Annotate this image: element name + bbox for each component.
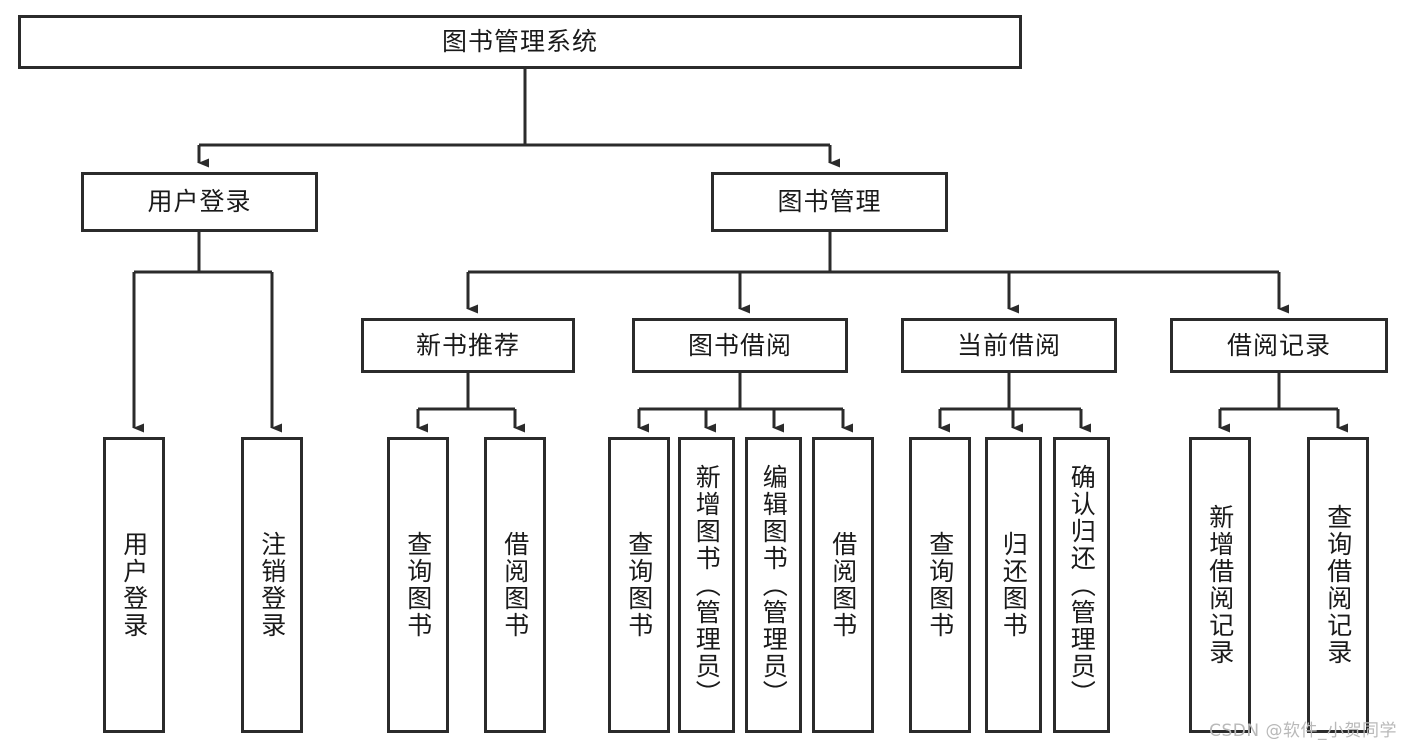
node-leaf-return-book-label: 归还图书 bbox=[999, 531, 1029, 639]
node-leaf-query-book-borrow-label: 查询图书 bbox=[624, 531, 654, 639]
node-leaf-add-record-label: 新增借阅记录 bbox=[1205, 504, 1235, 666]
node-new-book-recommend[interactable]: 新书推荐 bbox=[361, 318, 575, 373]
watermark-text: CSDN @软件_小贺同学 bbox=[1209, 721, 1397, 741]
node-root-label: 图书管理系统 bbox=[441, 27, 598, 56]
node-leaf-confirm-return[interactable]: 确认归还（管理员） bbox=[1053, 437, 1110, 733]
node-user-login[interactable]: 用户登录 bbox=[81, 172, 318, 232]
node-leaf-borrow-book-rec-label: 借阅图书 bbox=[500, 531, 530, 639]
node-leaf-query-record-label: 查询借阅记录 bbox=[1323, 504, 1353, 666]
node-book-borrow-label: 图书借阅 bbox=[687, 330, 792, 360]
node-leaf-query-book-rec[interactable]: 查询图书 bbox=[387, 437, 449, 733]
node-current-borrow-label: 当前借阅 bbox=[956, 330, 1061, 360]
node-leaf-return-book[interactable]: 归还图书 bbox=[985, 437, 1042, 733]
node-leaf-query-record[interactable]: 查询借阅记录 bbox=[1307, 437, 1369, 733]
node-leaf-user-login[interactable]: 用户登录 bbox=[103, 437, 165, 733]
node-new-book-recommend-label: 新书推荐 bbox=[415, 330, 520, 360]
node-leaf-query-book-cur-label: 查询图书 bbox=[925, 531, 955, 639]
node-user-login-label: 用户登录 bbox=[147, 187, 252, 216]
node-book-management[interactable]: 图书管理 bbox=[711, 172, 948, 232]
node-leaf-logout[interactable]: 注销登录 bbox=[241, 437, 303, 733]
node-leaf-borrow-book[interactable]: 借阅图书 bbox=[812, 437, 874, 733]
node-current-borrow[interactable]: 当前借阅 bbox=[901, 318, 1117, 373]
node-borrow-record-label: 借阅记录 bbox=[1226, 330, 1331, 360]
node-leaf-add-record[interactable]: 新增借阅记录 bbox=[1189, 437, 1251, 733]
node-leaf-borrow-book-rec[interactable]: 借阅图书 bbox=[484, 437, 546, 733]
node-leaf-add-book[interactable]: 新增图书（管理员） bbox=[678, 437, 735, 733]
node-leaf-add-book-label: 新增图书（管理员） bbox=[692, 463, 722, 707]
node-root[interactable]: 图书管理系统 bbox=[18, 15, 1022, 69]
node-leaf-query-book-rec-label: 查询图书 bbox=[403, 531, 433, 639]
node-leaf-query-book-cur[interactable]: 查询图书 bbox=[909, 437, 971, 733]
node-leaf-confirm-return-label: 确认归还（管理员） bbox=[1067, 463, 1097, 707]
node-leaf-edit-book-label: 编辑图书（管理员） bbox=[759, 463, 789, 707]
node-leaf-user-login-label: 用户登录 bbox=[119, 531, 149, 639]
node-leaf-edit-book[interactable]: 编辑图书（管理员） bbox=[745, 437, 802, 733]
node-leaf-logout-label: 注销登录 bbox=[257, 531, 287, 639]
node-book-management-label: 图书管理 bbox=[777, 187, 882, 216]
node-borrow-record[interactable]: 借阅记录 bbox=[1170, 318, 1388, 373]
node-leaf-query-book-borrow[interactable]: 查询图书 bbox=[608, 437, 670, 733]
node-book-borrow[interactable]: 图书借阅 bbox=[632, 318, 848, 373]
node-leaf-borrow-book-label: 借阅图书 bbox=[828, 531, 858, 639]
